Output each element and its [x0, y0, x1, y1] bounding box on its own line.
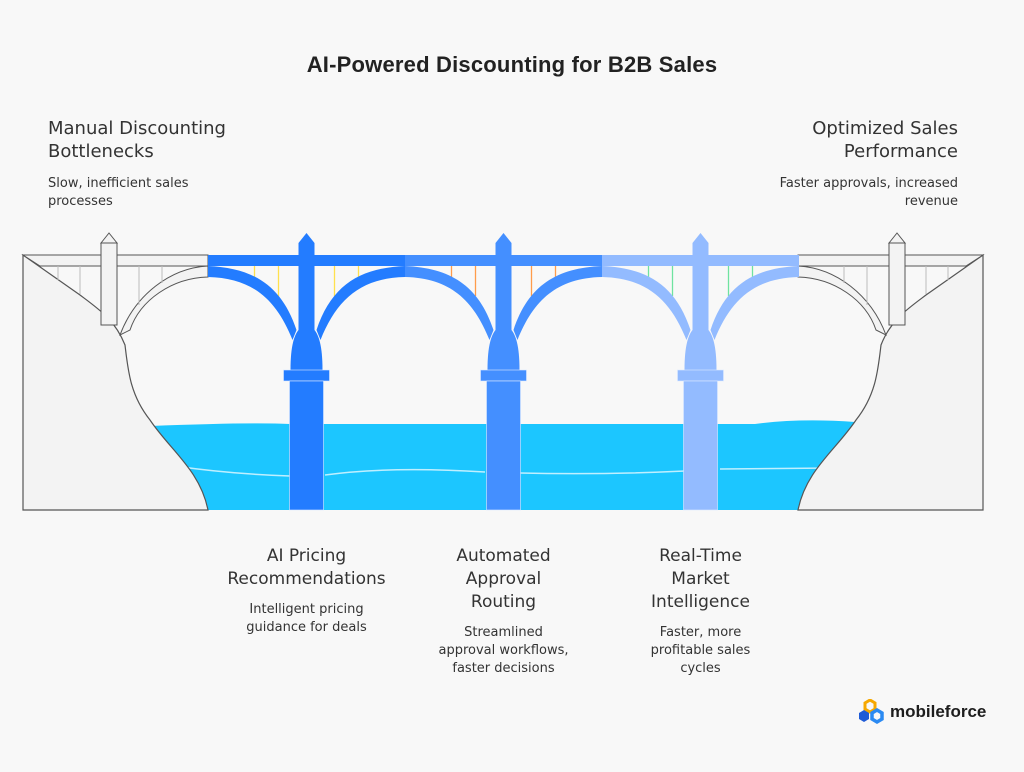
pillar-spire — [692, 233, 709, 243]
pillar-flare — [290, 330, 323, 370]
stage-description: Faster, more profitable sales cycles — [650, 625, 751, 676]
bridge-span-3 — [602, 233, 799, 511]
bridge-span-2 — [405, 233, 602, 511]
pillar-cap — [677, 369, 724, 382]
arch-right — [316, 266, 405, 340]
end-description: Faster approvals, increased revenue — [779, 176, 958, 209]
pillar-base — [486, 380, 521, 511]
arch-left — [405, 266, 494, 340]
logo-text: mobileforce — [890, 702, 987, 721]
bridge-span-1 — [208, 233, 405, 511]
left-abutment — [21, 232, 209, 511]
end-title: Optimized Sales Performance — [812, 118, 958, 162]
right-abutment — [797, 232, 985, 511]
pillar-spire — [298, 233, 315, 243]
stage-title: AI Pricing Recommendations — [227, 546, 386, 589]
pillar-base — [289, 380, 324, 511]
pillar-flare — [684, 330, 717, 370]
arch-left — [208, 266, 297, 340]
arch-right — [513, 266, 602, 340]
mobileforce-logo-icon — [859, 699, 884, 725]
brand-logo: mobileforce — [856, 699, 986, 725]
arch-left — [602, 266, 691, 340]
diagram-title: AI-Powered Discounting for B2B Sales — [306, 52, 718, 77]
stage-title: Real-Time Market Intelligence — [651, 546, 750, 612]
arch-right — [710, 266, 799, 340]
stage-description: Intelligent pricing guidance for deals — [246, 602, 367, 635]
pillar-top — [692, 243, 709, 333]
start-description: Slow, inefficient sales processes — [48, 176, 189, 209]
pillar-top — [495, 243, 512, 333]
pillar-top — [298, 243, 315, 333]
stage-title: Automated Approval Routing — [456, 546, 551, 612]
pillar-cap — [480, 369, 527, 382]
pillar-cap — [283, 369, 330, 382]
pillar-base — [683, 380, 718, 511]
pillar-flare — [487, 330, 520, 370]
stage-description: Streamlined approval workflows, faster d… — [438, 625, 569, 676]
start-title: Manual Discounting Bottlenecks — [48, 118, 226, 162]
pillar-spire — [495, 233, 512, 243]
